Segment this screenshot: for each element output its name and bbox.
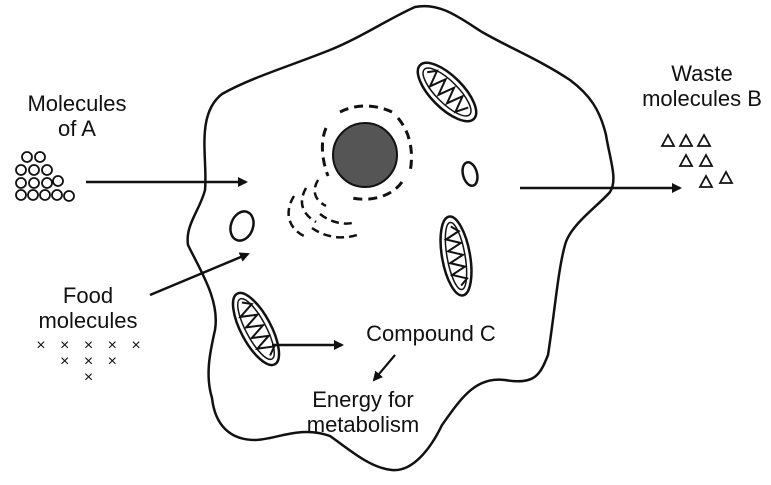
- label-compound-c: Compound C: [345, 321, 517, 346]
- vacuole-right: [460, 161, 480, 188]
- waste-b-symbols: [662, 135, 732, 187]
- arrow-to-energy: [374, 355, 395, 380]
- label-waste-molecules-b: Waste molecules B: [638, 61, 766, 111]
- mitochondrion-bottom: [224, 287, 288, 372]
- nucleus: [322, 106, 411, 199]
- mitochondrion-right: [435, 214, 476, 298]
- label-molecules-a: Molecules of A: [8, 91, 146, 141]
- vacuole-left: [227, 208, 258, 244]
- golgi-apparatus: [289, 180, 360, 237]
- label-energy-for-metabolism: Energy for metabolism: [288, 387, 438, 437]
- food-molecule-symbols: × × × × × × × × ×: [36, 338, 146, 386]
- arrow-food-in: [150, 254, 248, 295]
- molecules-a-symbols: [16, 152, 74, 201]
- mitochondrion-top: [409, 54, 485, 130]
- label-food-molecules: Food molecules: [20, 283, 156, 333]
